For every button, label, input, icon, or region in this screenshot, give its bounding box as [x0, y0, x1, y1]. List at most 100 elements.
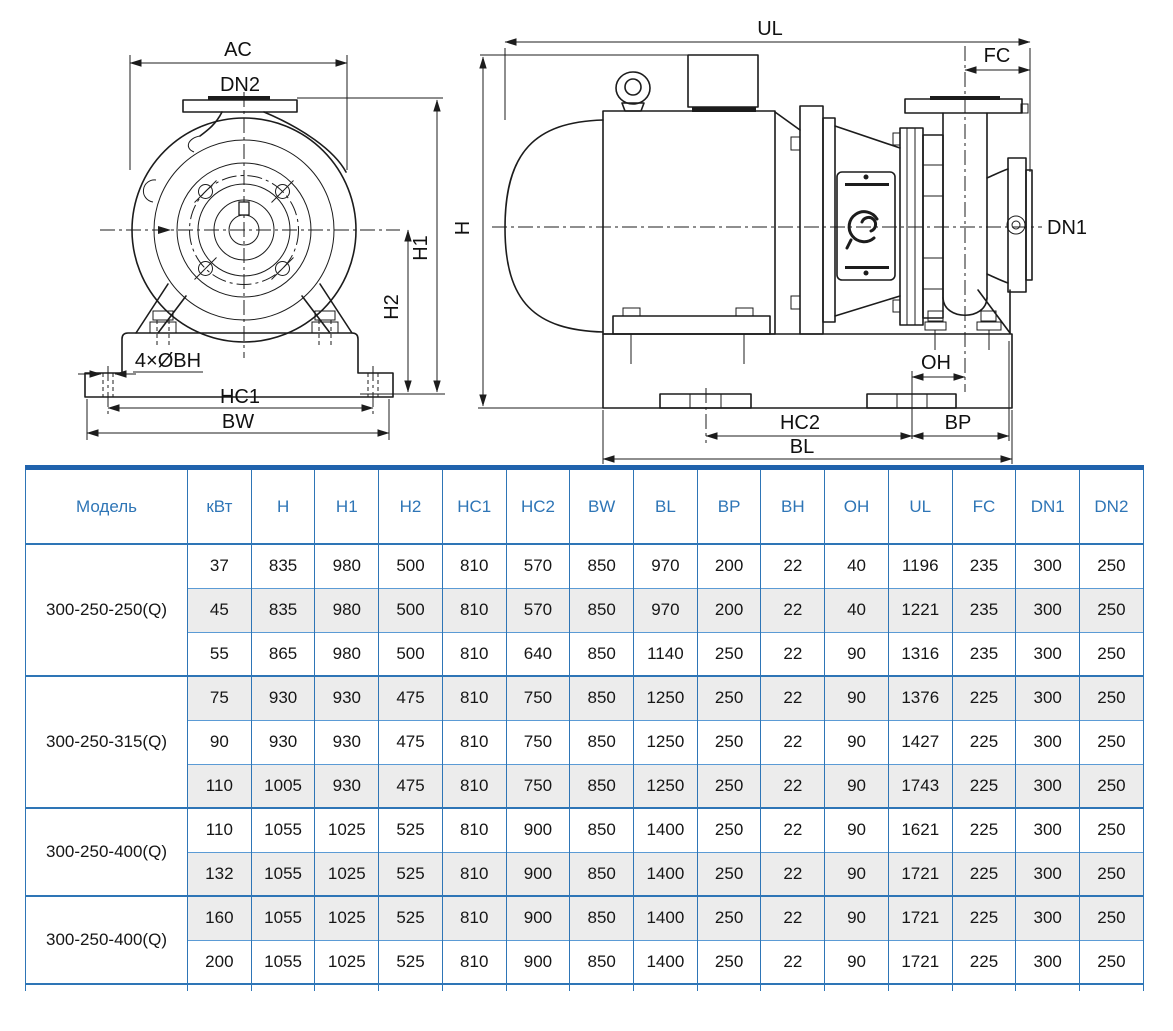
dim-label-oh: OH [921, 352, 951, 374]
value-cell: 250 [696, 851, 761, 896]
value-cell: 930 [250, 719, 315, 764]
dim-label-dn1: DN1 [1047, 217, 1087, 239]
value-cell: 980 [314, 631, 379, 676]
value-cell: 810 [441, 631, 507, 676]
value-cell: 300 [1015, 763, 1080, 808]
value-cell: 475 [378, 719, 443, 764]
value-cell: 850 [569, 631, 634, 676]
value-cell: 570 [505, 587, 570, 632]
value-cell: 525 [378, 895, 443, 940]
value-cell: 22 [760, 543, 825, 588]
value-cell: 40 [824, 587, 889, 632]
value-cell: 1221 [887, 587, 953, 632]
dim-label-bw: BW [222, 411, 254, 433]
column-header-6: HC2 [505, 467, 570, 545]
value-cell: 250 [696, 675, 761, 720]
value-cell: 475 [378, 675, 443, 720]
stub-cell [569, 983, 634, 991]
value-cell: 810 [441, 895, 507, 940]
value-cell: 980 [314, 587, 379, 632]
value-cell: 132 [187, 851, 252, 896]
column-header-2: H [250, 467, 315, 545]
value-cell: 900 [505, 939, 570, 984]
value-cell: 250 [696, 895, 761, 940]
value-cell: 250 [1079, 719, 1144, 764]
value-cell: 250 [696, 719, 761, 764]
value-cell: 250 [696, 939, 761, 984]
value-cell: 250 [1079, 851, 1144, 896]
value-cell: 300 [1015, 895, 1080, 940]
value-cell: 810 [441, 543, 507, 588]
value-cell: 1005 [250, 763, 315, 808]
value-cell: 1400 [633, 895, 698, 940]
value-cell: 55 [187, 631, 252, 676]
value-cell: 22 [760, 939, 825, 984]
value-cell: 250 [1079, 675, 1144, 720]
value-cell: 1025 [314, 939, 379, 984]
column-header-11: OH [824, 467, 889, 545]
value-cell: 300 [1015, 939, 1080, 984]
value-cell: 930 [314, 719, 379, 764]
value-cell: 1055 [250, 851, 315, 896]
stub-cell [1079, 983, 1144, 991]
value-cell: 90 [824, 807, 889, 852]
cropped-next-row [25, 983, 1144, 991]
value-cell: 75 [187, 675, 252, 720]
value-cell: 525 [378, 939, 443, 984]
value-cell: 750 [505, 675, 570, 720]
column-header-5: HC1 [441, 467, 507, 545]
value-cell: 300 [1015, 807, 1080, 852]
value-cell: 90 [824, 675, 889, 720]
value-cell: 850 [569, 763, 634, 808]
front-view-drawing: AC DN2 4×ØBH HC1 BW H1 H2 [78, 39, 445, 440]
value-cell: 110 [187, 763, 252, 808]
stub-cell [951, 983, 1016, 991]
value-cell: 810 [441, 763, 507, 808]
dim-label-h: H [452, 221, 474, 235]
value-cell: 22 [760, 587, 825, 632]
value-cell: 90 [824, 719, 889, 764]
column-header-10: BH [760, 467, 825, 545]
value-cell: 235 [951, 587, 1016, 632]
value-cell: 90 [824, 895, 889, 940]
value-cell: 1055 [250, 807, 315, 852]
side-view-drawing: UL FC H DN1 OH HC2 BP BL [452, 18, 1087, 464]
value-cell: 850 [569, 851, 634, 896]
value-cell: 90 [824, 851, 889, 896]
stub-cell [760, 983, 825, 991]
value-cell: 37 [187, 543, 252, 588]
value-cell: 1055 [250, 939, 315, 984]
value-cell: 90 [824, 631, 889, 676]
value-cell: 900 [505, 851, 570, 896]
stub-cell [25, 983, 188, 991]
value-cell: 850 [569, 543, 634, 588]
value-cell: 1376 [887, 675, 953, 720]
value-cell: 200 [696, 587, 761, 632]
value-cell: 850 [569, 675, 634, 720]
value-cell: 250 [696, 631, 761, 676]
stub-cell [696, 983, 761, 991]
value-cell: 525 [378, 807, 443, 852]
value-cell: 225 [951, 939, 1016, 984]
value-cell: 1621 [887, 807, 953, 852]
value-cell: 500 [378, 587, 443, 632]
value-cell: 250 [1079, 543, 1144, 588]
value-cell: 1427 [887, 719, 953, 764]
value-cell: 200 [187, 939, 252, 984]
value-cell: 110 [187, 807, 252, 852]
column-header-1: кВт [187, 467, 252, 545]
value-cell: 40 [824, 543, 889, 588]
stub-cell [378, 983, 443, 991]
value-cell: 22 [760, 763, 825, 808]
value-cell: 235 [951, 543, 1016, 588]
value-cell: 300 [1015, 719, 1080, 764]
